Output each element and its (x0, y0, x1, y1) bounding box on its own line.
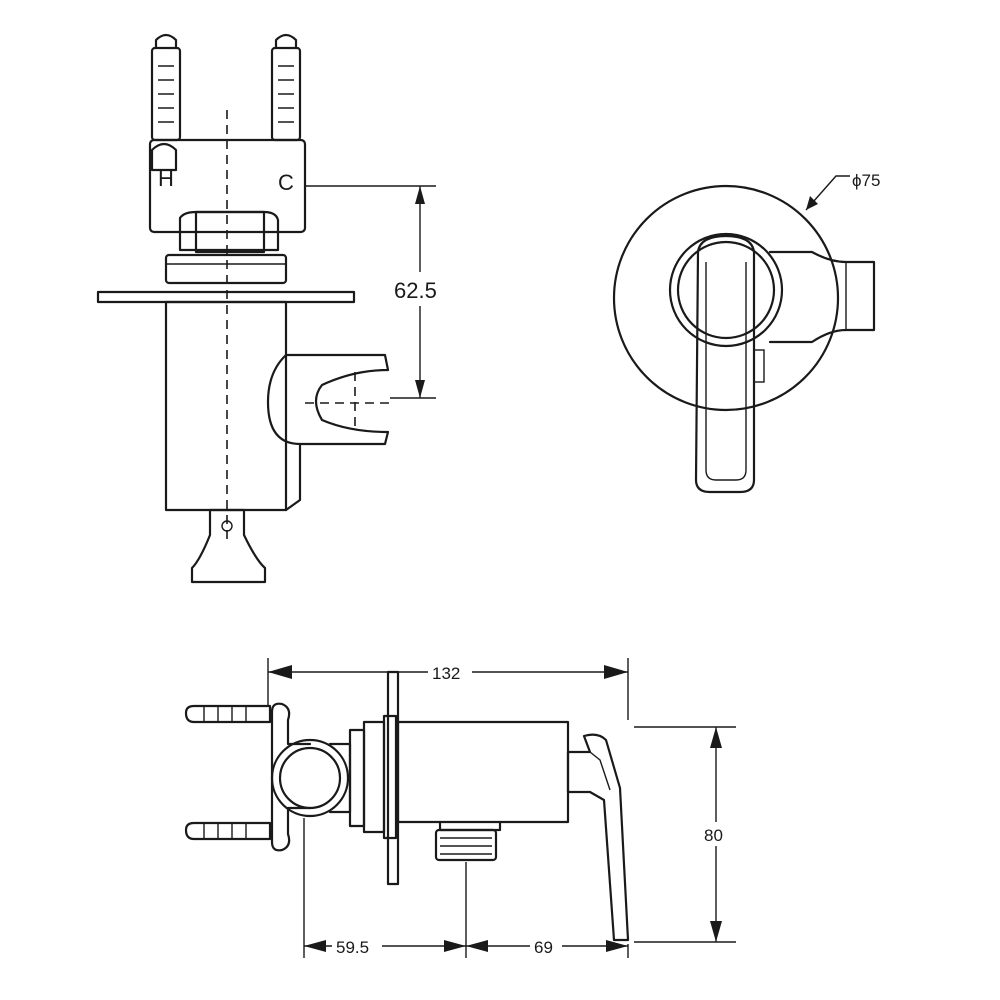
hose-holder-side (768, 250, 876, 344)
dim-height-side: 80 (704, 826, 723, 845)
hose-holder (266, 353, 390, 446)
side-view: ϕ75 (612, 171, 880, 494)
wall-anchor-hot (150, 33, 182, 142)
hose-outlet (434, 820, 502, 862)
lever-top (566, 733, 630, 942)
dim-diameter: ϕ75 (852, 171, 880, 190)
dim-overall-length: 132 (432, 664, 460, 683)
hot-marking: H (158, 166, 174, 191)
wall-anchor-top-2 (184, 821, 272, 841)
cartridge-collar (362, 720, 386, 834)
wall-anchor-top-1 (184, 704, 272, 724)
cartridge-nut (164, 253, 288, 285)
lever-front (190, 508, 267, 584)
dim-offset-b: 69 (534, 938, 553, 957)
cold-marking: C (278, 170, 294, 195)
mounting-bracket (270, 702, 312, 852)
inlet-ring (270, 738, 350, 818)
cover-plate (612, 184, 840, 412)
wall-anchor-cold (270, 33, 302, 142)
dim-offset-a: 59.5 (336, 938, 369, 957)
lever-side (694, 234, 756, 494)
wall-plate (96, 290, 356, 304)
top-view: 132 80 59.5 69 (184, 658, 736, 958)
valve-body-top (396, 720, 570, 824)
dim-height-top: 62.5 (394, 278, 437, 303)
front-view: H C 62.5 (96, 33, 450, 584)
